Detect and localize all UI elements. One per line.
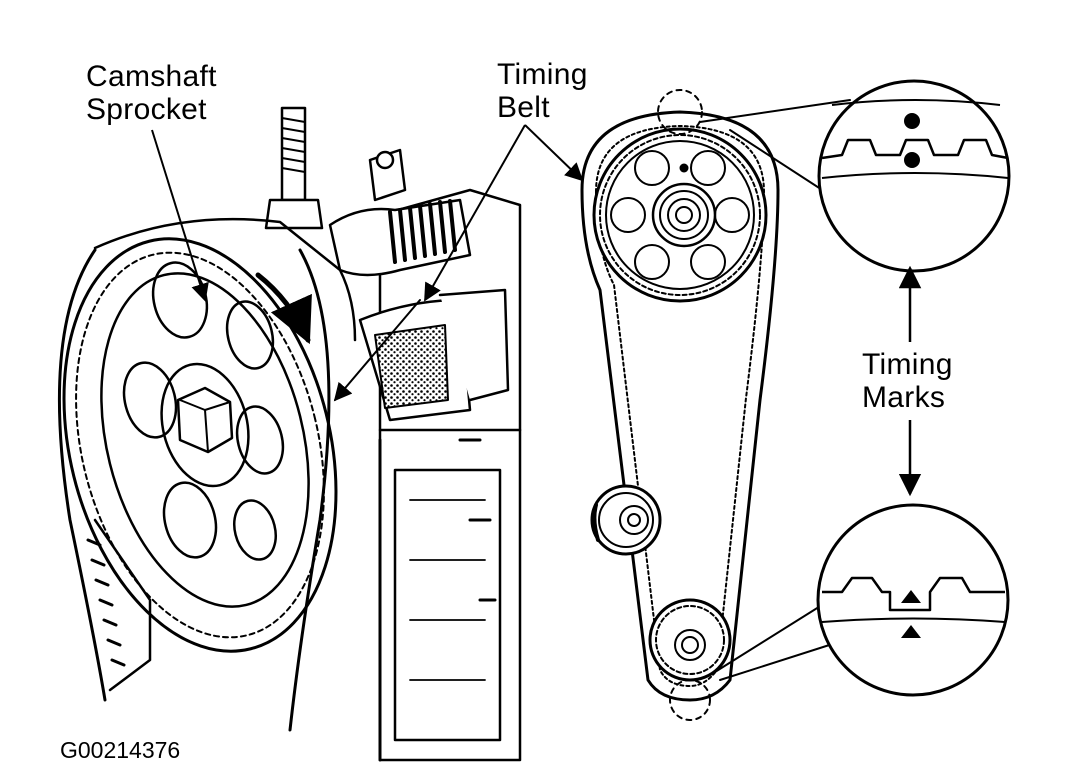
leader-camshaft-sprocket [151,129,209,302]
camshaft-sprocket-line2: Sprocket [86,93,207,126]
timing-belt-line1: Timing [497,58,588,91]
magnified-lower-timing-mark [816,503,1010,697]
timing-belt-left [57,248,331,732]
camshaft-sprocket-label: Camshaft Sprocket [86,60,217,126]
magnified-upper-timing-mark [817,79,1011,273]
tensioner-pulley [590,484,662,556]
camshaft-spring [328,148,472,277]
valve-cover-area [358,288,510,422]
rotation-arrow [255,272,312,345]
camshaft-sprocket-large [62,237,338,653]
figure-code: G00214376 [60,737,181,763]
crankshaft-sprocket-schematic [648,598,732,721]
timing-belt-label: Timing Belt [497,58,588,124]
timing-marks-line2: Marks [862,381,946,414]
camshaft-sprocket-schematic [592,89,768,303]
belt-schematic [580,89,851,721]
engine-perspective-view [57,106,522,762]
stud-bolt [264,106,324,230]
zoom-lines-lower [714,599,846,681]
timing-belt-line2: Belt [497,91,550,124]
camshaft-sprocket-line1: Camshaft [86,60,217,93]
zoom-lines-upper [699,99,851,196]
leader-timing-belt [424,124,584,302]
timing-marks-label: Timing Marks [862,348,953,414]
timing-marks-line1: Timing [862,348,953,381]
cylinder-head [378,188,522,762]
